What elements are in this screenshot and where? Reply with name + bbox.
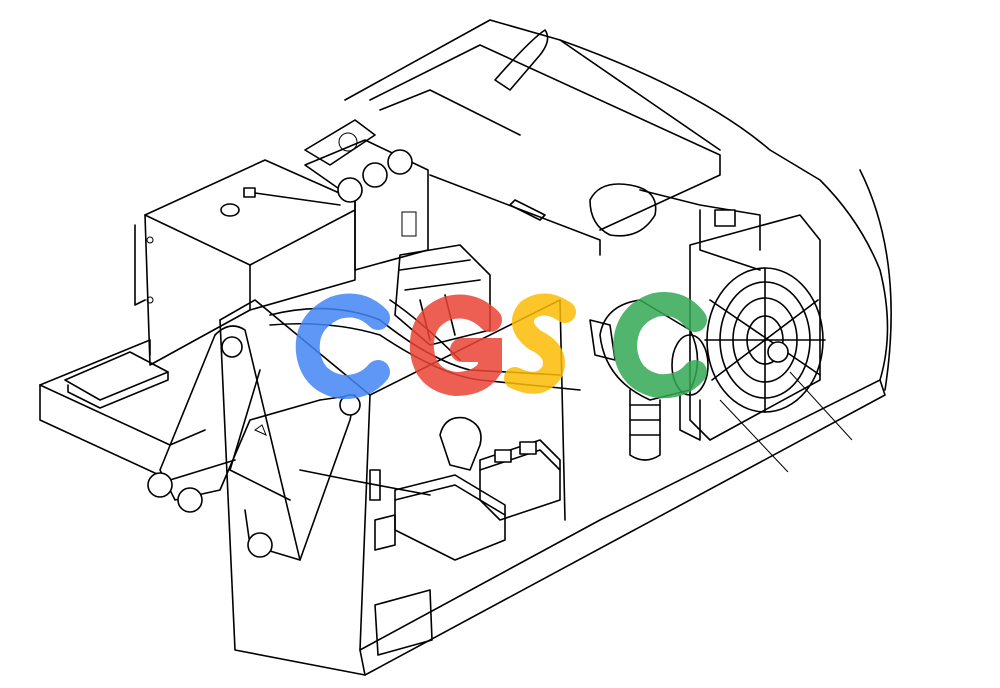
outer-hood-shell [344,19,892,676]
hydraulic-tank [134,159,356,366]
control-valve-bank [394,244,491,346]
fuel-pump-cluster [369,416,506,561]
engine-compartment [369,29,761,271]
cgsc-watermark-logo [295,292,707,400]
base-platform [39,339,236,481]
filter-block [304,119,429,271]
boom-arm [147,325,361,561]
battery [479,439,561,521]
leader-lines [719,371,853,473]
radiator-fan [689,214,826,441]
